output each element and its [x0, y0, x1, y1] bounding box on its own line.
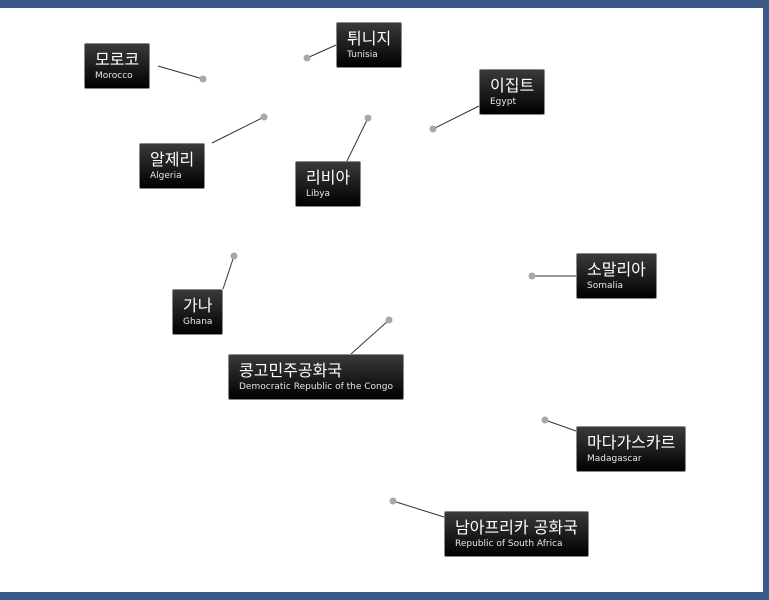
label-libya[interactable]: 리비아 Libya — [295, 161, 362, 207]
marker-egypt[interactable] — [429, 125, 437, 133]
label-madagascar-en: Madagascar — [587, 454, 642, 464]
label-morocco[interactable]: 모로코 Morocco — [84, 43, 151, 89]
label-drc-en: Democratic Republic of the Congo — [239, 382, 393, 392]
label-south-africa-en: Republic of South Africa — [455, 539, 563, 549]
label-egypt[interactable]: 이집트 Egypt — [479, 69, 546, 115]
label-somalia-ko: 소말리아 — [587, 260, 646, 279]
leader-lines — [157, 44, 577, 518]
label-tunisia-en: Tunisia — [347, 50, 378, 60]
label-algeria[interactable]: 알제리 Algeria — [139, 143, 206, 189]
marker-ghana[interactable] — [230, 252, 238, 260]
label-south-africa[interactable]: 남아프리카 공화국 Republic of South Africa — [444, 511, 589, 557]
label-ghana[interactable]: 가나 Ghana — [172, 289, 224, 335]
leader-line-madagascar — [544, 419, 577, 432]
marker-algeria[interactable] — [260, 113, 268, 121]
leader-line-south-africa — [392, 500, 445, 518]
label-egypt-en: Egypt — [490, 97, 516, 107]
label-libya-en: Libya — [306, 189, 331, 199]
label-algeria-en: Algeria — [150, 171, 182, 181]
label-madagascar-ko: 마다가스카르 — [587, 433, 676, 452]
label-somalia[interactable]: 소말리아 Somalia — [576, 253, 657, 299]
label-morocco-ko: 모로코 — [95, 50, 140, 69]
label-egypt-ko: 이집트 — [490, 76, 535, 95]
leader-line-egypt — [432, 105, 480, 130]
marker-drc[interactable] — [385, 316, 393, 324]
marker-south-africa[interactable] — [389, 497, 397, 505]
marker-madagascar[interactable] — [541, 416, 549, 424]
map-canvas: 모로코 Morocco 튀니지 Tunisia 이집트 Egypt 알제리 Al… — [0, 8, 763, 592]
label-libya-ko: 리비아 — [306, 168, 351, 187]
leader-line-drc — [350, 319, 390, 355]
label-ghana-ko: 가나 — [183, 296, 213, 315]
leader-line-libya — [346, 117, 369, 162]
marker-somalia[interactable] — [528, 272, 536, 280]
label-algeria-ko: 알제리 — [150, 150, 195, 169]
leader-line-algeria — [211, 116, 265, 144]
marker-libya[interactable] — [364, 114, 372, 122]
label-drc-ko: 콩고민주공화국 — [239, 361, 343, 380]
label-tunisia[interactable]: 튀니지 Tunisia — [336, 22, 403, 68]
label-south-africa-ko: 남아프리카 공화국 — [455, 518, 578, 537]
leader-line-ghana — [222, 255, 235, 290]
label-tunisia-ko: 튀니지 — [347, 29, 392, 48]
label-ghana-en: Ghana — [183, 317, 213, 327]
marker-morocco[interactable] — [199, 75, 207, 83]
label-morocco-en: Morocco — [95, 71, 133, 81]
label-drc[interactable]: 콩고민주공화국 Democratic Republic of the Congo — [228, 354, 404, 400]
leader-line-tunisia — [306, 44, 337, 59]
label-somalia-en: Somalia — [587, 281, 624, 291]
leader-line-morocco — [157, 65, 204, 80]
label-madagascar[interactable]: 마다가스카르 Madagascar — [576, 426, 687, 472]
marker-tunisia[interactable] — [303, 54, 311, 62]
